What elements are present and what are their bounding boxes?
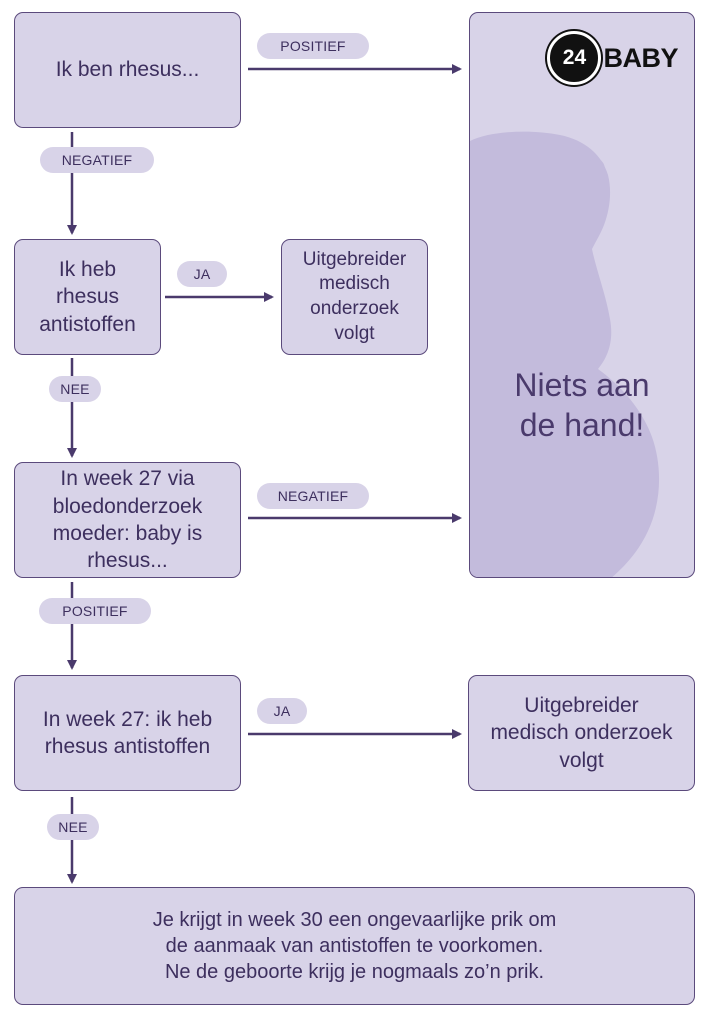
node-rhesus: Ik ben rhesus... <box>14 12 241 128</box>
brand-logo: 24 BABY <box>547 31 678 85</box>
node-further-test-1-label: Uitgebreider medisch onderzoek volgt <box>302 248 407 344</box>
edge-label-negatief-2: NEGATIEF <box>257 483 369 509</box>
node-rhesus-label: Ik ben rhesus... <box>55 58 200 82</box>
edge-label-positief-2: POSITIEF <box>39 598 151 624</box>
result-panel: 24 BABY Niets aan de hand! <box>469 12 695 578</box>
pregnant-silhouette-icon <box>470 131 659 577</box>
logo-number: 24 <box>547 31 602 85</box>
node-final-label: Je krijgt in week 30 een ongevaarlijke p… <box>152 909 557 983</box>
edge-label-ja-1: JA <box>177 261 227 287</box>
node-further-test-2-label: Uitgebreider medisch onderzoek volgt <box>490 694 673 772</box>
node-week27-antibodies-label: In week 27: ik heb rhesus antistoffen <box>42 707 213 758</box>
node-antibodies: Ik heb rhesus antistoffen <box>14 239 161 355</box>
node-week27-blood: In week 27 via bloedonderzoek moeder: ba… <box>14 462 241 578</box>
edge-label-nee-2: NEE <box>47 814 99 840</box>
edge-label-negatief-1: NEGATIEF <box>40 147 154 173</box>
logo-word: BABY <box>603 42 678 73</box>
edge-label-positief-1: POSITIEF <box>257 33 369 59</box>
node-week27-antibodies: In week 27: ik heb rhesus antistoffen <box>14 675 241 791</box>
node-antibodies-label: Ik heb rhesus antistoffen <box>39 258 136 336</box>
node-week27-blood-label: In week 27 via bloedonderzoek moeder: ba… <box>52 467 203 573</box>
node-further-test-1: Uitgebreider medisch onderzoek volgt <box>281 239 428 355</box>
edge-label-nee-1: NEE <box>49 376 101 402</box>
result-panel-text: Niets aan de hand! <box>514 367 650 443</box>
node-further-test-2: Uitgebreider medisch onderzoek volgt <box>468 675 695 791</box>
node-final: Je krijgt in week 30 een ongevaarlijke p… <box>14 887 695 1005</box>
edge-label-ja-2: JA <box>257 698 307 724</box>
